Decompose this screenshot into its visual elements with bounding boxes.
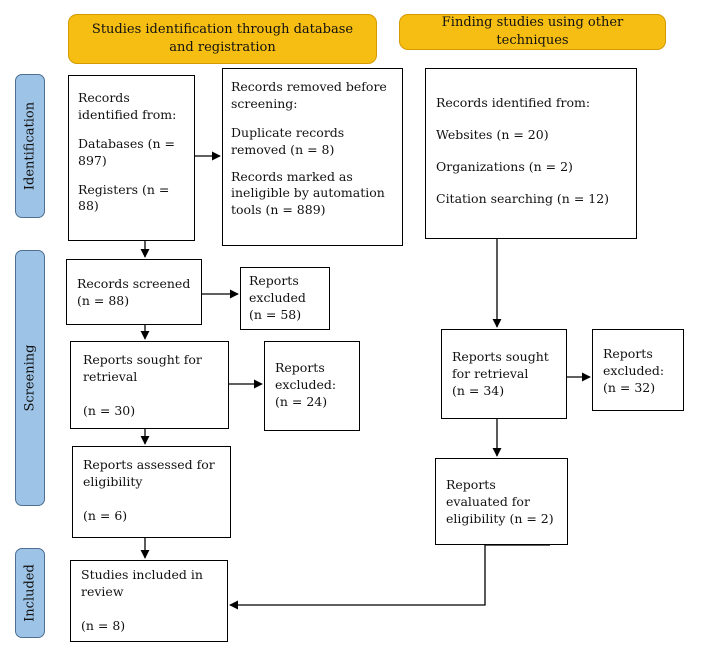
box-other-evaluated: Reports evaluated for eligibility (n = 2… — [435, 458, 568, 545]
studies-included-text: Studies included in review (n = 8) — [81, 567, 203, 633]
other-evaluated-text: Reports evaluated for eligibility (n = 2… — [446, 477, 554, 526]
phase-identification: Identification — [15, 74, 45, 218]
records-identified-registers: Registers (n = 88) — [78, 181, 170, 214]
box-other-sought: Reports sought for retrieval (n = 34) — [441, 329, 567, 419]
records-removed-automation: Records marked as ineligible by automati… — [231, 168, 385, 218]
box-other-identified: Records identified from: Websites (n = 2… — [425, 68, 637, 239]
other-excluded-text: Reports excluded: (n = 32) — [603, 346, 665, 395]
box-reports-assessed: Reports assessed for eligibility (n = 6) — [72, 446, 231, 538]
box-studies-included: Studies included in review (n = 8) — [70, 560, 228, 642]
box-reports-excluded-1: Reports excluded (n = 58) — [240, 267, 330, 330]
reports-assessed-text: Reports assessed for eligibility (n = 6) — [83, 457, 215, 523]
reports-excluded-1-text: Reports excluded (n = 58) — [249, 273, 306, 322]
header-database-registration-text: Studies identification through database … — [91, 22, 354, 55]
box-other-excluded: Reports excluded: (n = 32) — [592, 329, 684, 411]
records-removed-duplicates: Duplicate records removed (n = 8) — [231, 124, 345, 157]
header-other-techniques: Finding studies using other techniques — [399, 14, 666, 50]
box-records-removed: Records removed before screening: Duplic… — [222, 68, 403, 246]
records-identified-databases: Databases (n = 897) — [78, 135, 175, 168]
phase-included: Included — [15, 548, 45, 638]
records-removed-heading: Records removed before screening: — [231, 79, 387, 111]
box-reports-excluded-2: Reports excluded: (n = 24) — [264, 341, 360, 431]
arrow-other-evaluated-to-included — [229, 544, 550, 610]
phase-screening: Screening — [15, 250, 45, 506]
box-reports-sought: Reports sought for retrieval (n = 30) — [70, 341, 229, 429]
other-sought-text: Reports sought for retrieval (n = 34) — [452, 349, 549, 398]
other-identified-organizations: Organizations (n = 2) — [436, 158, 573, 174]
other-identified-heading: Records identified from: — [436, 95, 591, 110]
records-screened-text: Records screened (n = 88) — [77, 276, 191, 308]
box-records-screened: Records screened (n = 88) — [66, 259, 202, 325]
reports-sought-text: Reports sought for retrieval (n = 30) — [83, 352, 202, 418]
reports-excluded-2-text: Reports excluded: (n = 24) — [275, 360, 337, 409]
header-database-registration: Studies identification through database … — [68, 14, 377, 64]
box-records-identified: Records identified from: Databases (n = … — [68, 75, 195, 241]
other-identified-websites: Websites (n = 20) — [436, 126, 549, 142]
records-identified-heading: Records identified from: — [78, 90, 177, 122]
other-identified-citation: Citation searching (n = 12) — [436, 190, 610, 206]
header-other-techniques-text: Finding studies using other techniques — [441, 15, 624, 48]
